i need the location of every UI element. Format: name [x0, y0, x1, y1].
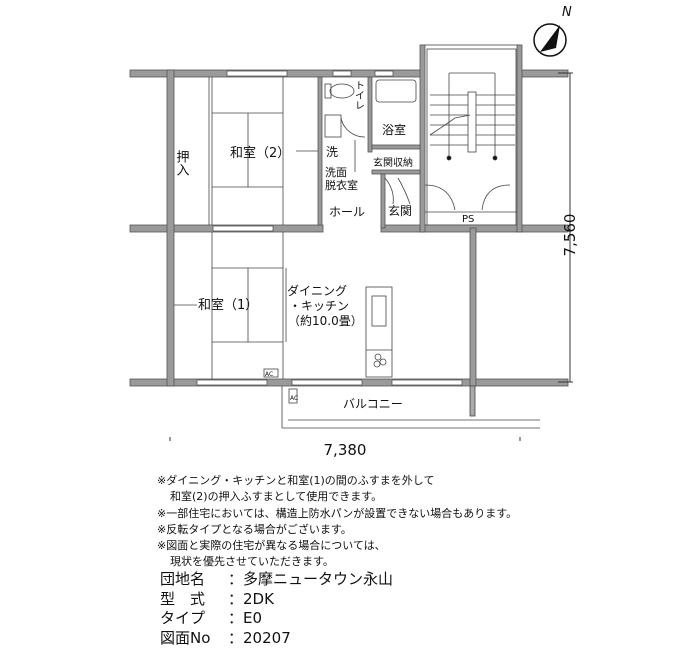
label-dk-2: ・キッチン	[289, 299, 349, 313]
info-drawing: 図面No ：20207	[160, 629, 393, 649]
label-genkan: 玄関	[388, 203, 412, 218]
label-senmen-2: 脱衣室	[325, 178, 358, 192]
drawing-label: 図面No	[160, 628, 211, 647]
stairs	[429, 72, 515, 161]
drawing-value: 20207	[243, 628, 291, 647]
label-washitsu-1: 和室（1）	[198, 297, 258, 313]
model-label: 型 式	[160, 589, 206, 608]
complex-value: 多摩ニュータウン永山	[243, 570, 394, 588]
info-complex: 団地名 ：多摩ニュータウン永山	[160, 570, 393, 590]
separator: ：	[228, 628, 244, 647]
windows	[196, 70, 463, 386]
separator: ：	[228, 589, 244, 608]
label-hall: ホール	[329, 205, 365, 219]
info-type: タイプ ：E0	[160, 609, 393, 629]
label-balcony: バルコニー	[343, 397, 403, 411]
type-label: タイプ	[160, 609, 206, 627]
balcony-outline	[281, 385, 540, 429]
note-line: ※一部住宅においては、構造上防水パンが設置できない場合もあります。	[157, 506, 518, 520]
note-line: ※ダイニング・キッチンと和室(1)の間のふすまを外して	[157, 474, 435, 487]
note-line: ※反転タイプとなる場合がございます。	[157, 522, 352, 536]
separator: ：	[228, 570, 244, 588]
north-compass-icon: N	[533, 5, 572, 57]
separator: ：	[228, 609, 244, 627]
label-ps: PS	[462, 214, 474, 225]
info-model: 型 式 ：2DK	[160, 590, 393, 610]
label-toilet: トイレ	[353, 80, 365, 110]
label-dk-1: ダイニング	[287, 283, 347, 298]
dimension-width: 7,380	[324, 441, 367, 459]
label-senmen-1: 洗面	[325, 166, 347, 179]
label-wash-mark: 洗	[326, 145, 338, 159]
note-line: ※図面と実際の住宅が異なる場合については、	[157, 539, 386, 553]
type-value: E0	[243, 609, 263, 627]
dimension-height: 7,560	[561, 214, 579, 257]
label-oshiire: 押入	[174, 150, 190, 176]
interior-lines	[174, 77, 517, 404]
label-washitsu-2: 和室（2）	[230, 145, 290, 161]
label-dk-3: （約10.0畳）	[288, 313, 363, 328]
complex-label: 団地名	[160, 570, 206, 588]
label-bath: 浴室	[382, 122, 406, 137]
notes: ※ダイニング・キッチンと和室(1)の間のふすまを外して 和室(2)の押入ふすまと…	[157, 473, 517, 571]
note-line: 現状を優先させていただきます。	[170, 555, 334, 569]
label-genkan-storage: 玄関収納	[373, 156, 413, 169]
property-info: 団地名：多摩ニュータウン永山 型 式：2DK タイプ：E0 図面No：20207	[160, 570, 393, 648]
dimension-lines	[169, 72, 573, 441]
model-value: 2DK	[243, 589, 274, 608]
svg-text:N: N	[562, 5, 572, 20]
label-ac-2: AC	[290, 395, 298, 402]
label-ac-1: AC	[265, 371, 273, 378]
note-line: 和室(2)の押入ふすまとして使用できます。	[170, 490, 383, 504]
